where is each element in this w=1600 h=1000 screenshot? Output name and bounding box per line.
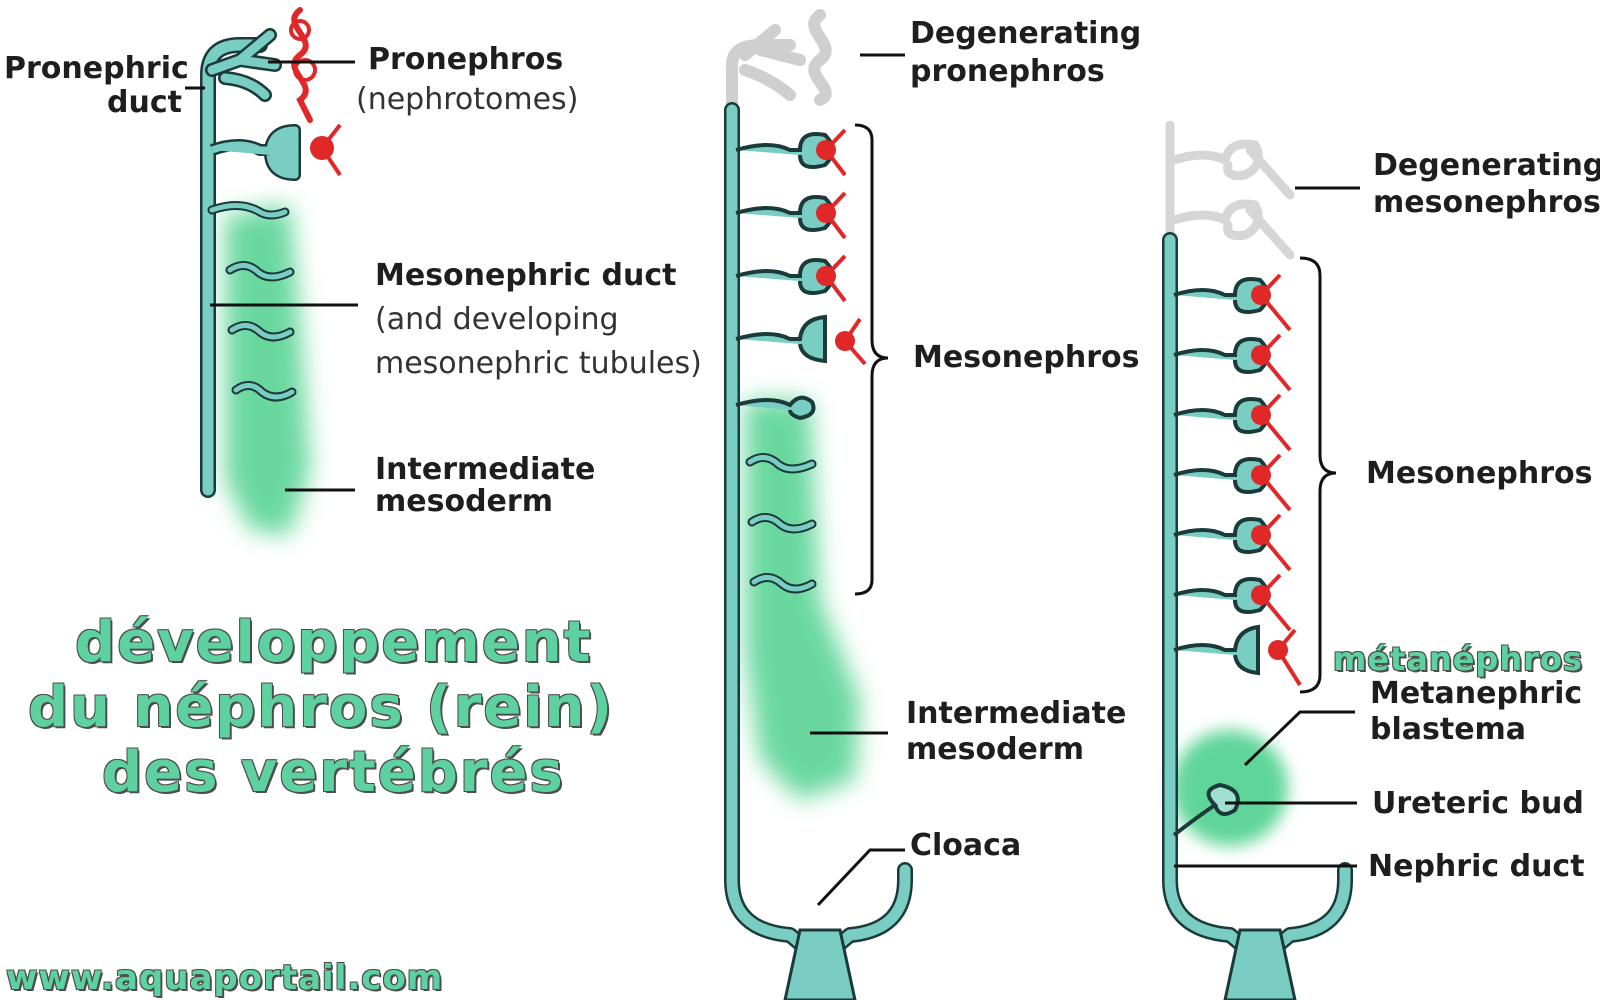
stage-3-metanephros [1162, 120, 1360, 1000]
label-nephric-duct: Nephric duct [1368, 849, 1585, 884]
label-degenerating-mesonephros-b: mesonephros [1373, 185, 1600, 220]
label-mesonephric-duct-sub2: mesonephric tubules) [375, 346, 702, 381]
label-metanephric-blastema-a: Metanephric [1370, 676, 1583, 711]
cloaca [783, 928, 857, 1000]
degenerating-mesonephros [1165, 120, 1295, 260]
label-pronephros: Pronephros [368, 42, 564, 77]
title-line-3: des vertébrés [102, 740, 565, 805]
mesonephros-bracket-2 [854, 123, 889, 596]
stage-2-mesonephros [724, 9, 913, 1000]
mesonephric-tubules-3 [1173, 273, 1302, 687]
label-mesonephric-duct-sub1: (and developing [375, 302, 619, 337]
mesonephros-bracket-3 [1299, 256, 1337, 694]
label-degenerating-pronephros-b: pronephros [910, 54, 1105, 89]
label-ureteric-bud: Ureteric bud [1372, 786, 1584, 821]
label-pronephric-duct: Pronephric duct [4, 51, 189, 120]
label-intermediate-mesoderm-2b: mesoderm [906, 732, 1084, 767]
pronephros-nephrotomes [205, 7, 317, 123]
ureteric-bud [1172, 782, 1240, 837]
label-intermediate-mesoderm-1a: Intermediate [375, 452, 596, 487]
label-intermediate-mesoderm-2a: Intermediate [906, 696, 1127, 731]
label-nephrotomes: (nephrotomes) [356, 82, 579, 117]
label-mesonephric-duct: Mesonephric duct [375, 258, 677, 293]
label-degenerating-mesonephros-a: Degenerating [1373, 148, 1600, 183]
label-mesonephros-2: Mesonephros [913, 340, 1140, 375]
label-mesonephros-3: Mesonephros [1366, 456, 1593, 491]
title-line-2: du néphros (rein) [28, 675, 615, 740]
mesonephric-tubules-2 [735, 128, 867, 594]
label-cloaca: Cloaca [910, 828, 1022, 863]
label-degenerating-pronephros-a: Degenerating [910, 16, 1142, 51]
label-metanephric-blastema-b: blastema [1370, 712, 1527, 747]
degenerating-pronephros [726, 9, 832, 126]
label-metanephros: métanéphros [1333, 640, 1583, 678]
stage-1-pronephros [185, 7, 358, 535]
intermediate-mesoderm-1 [225, 205, 310, 535]
label-intermediate-mesoderm-1b: mesoderm [375, 484, 553, 519]
intermediate-mesoderm-2 [745, 400, 860, 800]
website-watermark: www.aquaportail.com [6, 958, 444, 998]
title-line-1: développement [75, 610, 593, 675]
